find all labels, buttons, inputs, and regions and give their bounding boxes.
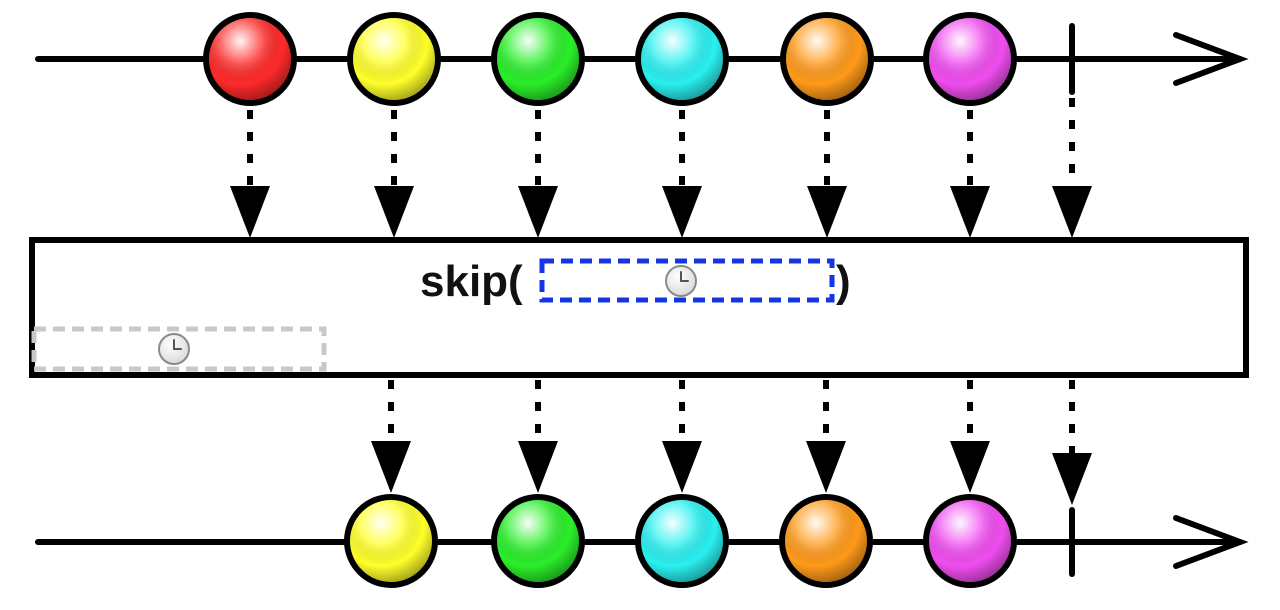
completion-arrow [1052, 380, 1092, 505]
emission-arrow [518, 380, 558, 493]
marble-orange [780, 12, 874, 106]
output-marbles [344, 494, 1017, 588]
completion-arrow [1052, 98, 1092, 238]
marble-yellow [347, 12, 441, 106]
emission-arrow [230, 110, 270, 238]
marble-red [203, 12, 297, 106]
operator-to-output-arrows [371, 380, 1092, 505]
output-timeline-arrowhead [1173, 515, 1249, 569]
emission-arrow [662, 380, 702, 493]
input-to-operator-arrows [230, 98, 1092, 238]
operator-close-paren: ) [836, 257, 851, 306]
emission-arrow [518, 110, 558, 238]
marble-magenta [923, 494, 1017, 588]
input-timeline-arrowhead [1173, 32, 1249, 86]
input-marbles [203, 12, 1017, 106]
clock-icon [158, 333, 190, 365]
marble-cyan [635, 12, 729, 106]
marble-yellow [344, 494, 438, 588]
input-timeline [35, 12, 1249, 106]
operator-box: skip( ) [29, 237, 1249, 378]
output-timeline [35, 494, 1249, 588]
emission-arrow [662, 110, 702, 238]
marble-cyan [635, 494, 729, 588]
marble-green [491, 494, 585, 588]
emission-arrow [807, 110, 847, 238]
emission-arrow [371, 380, 411, 493]
marble-green [491, 12, 585, 106]
skip-time-window [31, 326, 327, 372]
marble-magenta [923, 12, 1017, 106]
clock-icon [665, 265, 697, 297]
time-param-box [539, 258, 835, 303]
marble-orange [779, 494, 873, 588]
emission-arrow [950, 380, 990, 493]
emission-arrow [806, 380, 846, 493]
emission-arrow [374, 110, 414, 238]
emission-arrow [950, 110, 990, 238]
operator-name: skip( [420, 257, 523, 306]
